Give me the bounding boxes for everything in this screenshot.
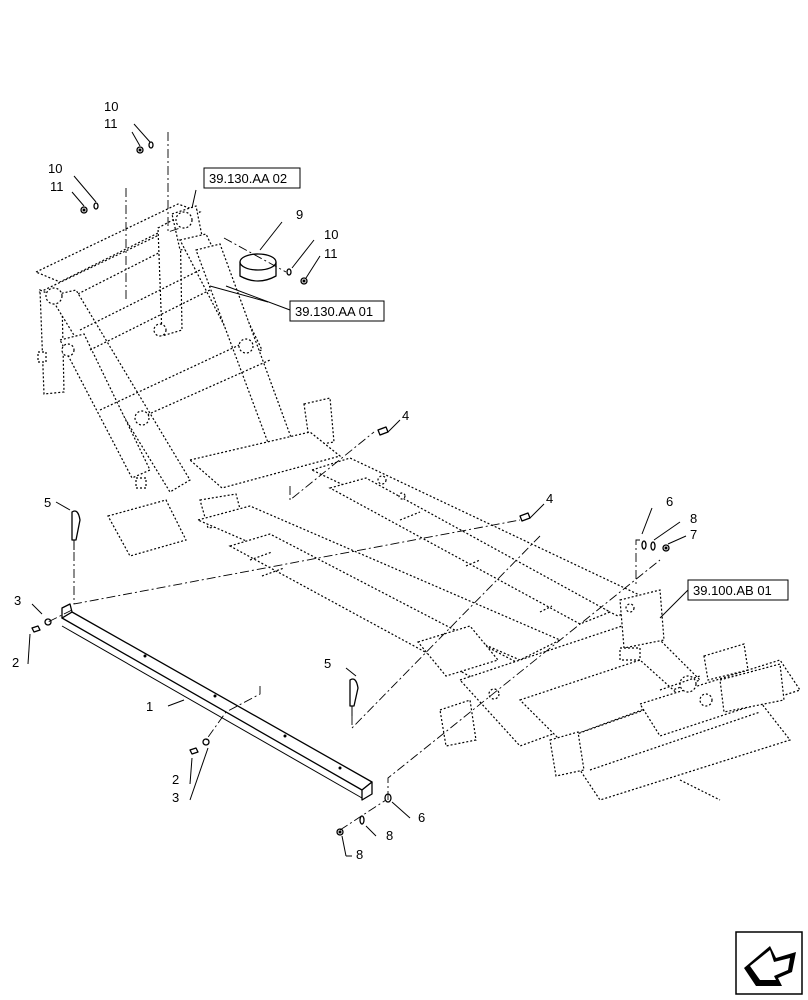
callout-11: 11	[324, 246, 338, 261]
svg-text:39.100.AB 01: 39.100.AB 01	[693, 583, 772, 598]
callout-10: 10	[48, 161, 62, 176]
callout-5: 5	[324, 656, 331, 671]
callout-11: 11	[104, 116, 118, 131]
pin-part-5-upper	[71, 510, 81, 550]
callout-8: 8	[356, 847, 363, 862]
callout-6: 6	[666, 494, 673, 509]
angle-bar-part-1	[61, 603, 373, 801]
callout-labels: 10 11 10 11 9 10 11 4 4 5 6 8 7 3 2 5 1 …	[12, 99, 697, 862]
callout-10: 10	[104, 99, 118, 114]
cap-part-9	[239, 253, 277, 282]
callout-11: 11	[50, 179, 64, 194]
callout-8: 8	[690, 511, 697, 526]
reference-box-aa01[interactable]: 39.130.AA 01	[289, 300, 385, 322]
callout-4: 4	[402, 408, 409, 423]
hardware-items	[31, 141, 670, 836]
callout-2: 2	[12, 655, 19, 670]
callout-5: 5	[44, 495, 51, 510]
svg-text:39.130.AA 01: 39.130.AA 01	[295, 304, 373, 319]
main-chassis-frame	[188, 431, 801, 801]
callout-7: 7	[690, 527, 697, 542]
reference-box-ab01[interactable]: 39.100.AB 01	[687, 579, 789, 601]
callout-3: 3	[172, 790, 179, 805]
callout-10: 10	[324, 227, 338, 242]
callout-1: 1	[146, 699, 153, 714]
callout-6: 6	[418, 810, 425, 825]
assembly-centerlines	[47, 132, 661, 831]
callout-9: 9	[296, 207, 303, 222]
loader-tower-frame	[34, 203, 335, 557]
reference-box-aa02[interactable]: 39.130.AA 02	[203, 167, 301, 189]
next-page-arrow-icon[interactable]	[735, 931, 803, 995]
svg-text:39.130.AA 02: 39.130.AA 02	[209, 171, 287, 186]
callout-2: 2	[172, 772, 179, 787]
callout-8: 8	[386, 828, 393, 843]
callout-3: 3	[14, 593, 21, 608]
callout-4: 4	[546, 491, 553, 506]
pin-part-5-lower	[349, 678, 359, 716]
callout-leaders	[27, 123, 689, 857]
